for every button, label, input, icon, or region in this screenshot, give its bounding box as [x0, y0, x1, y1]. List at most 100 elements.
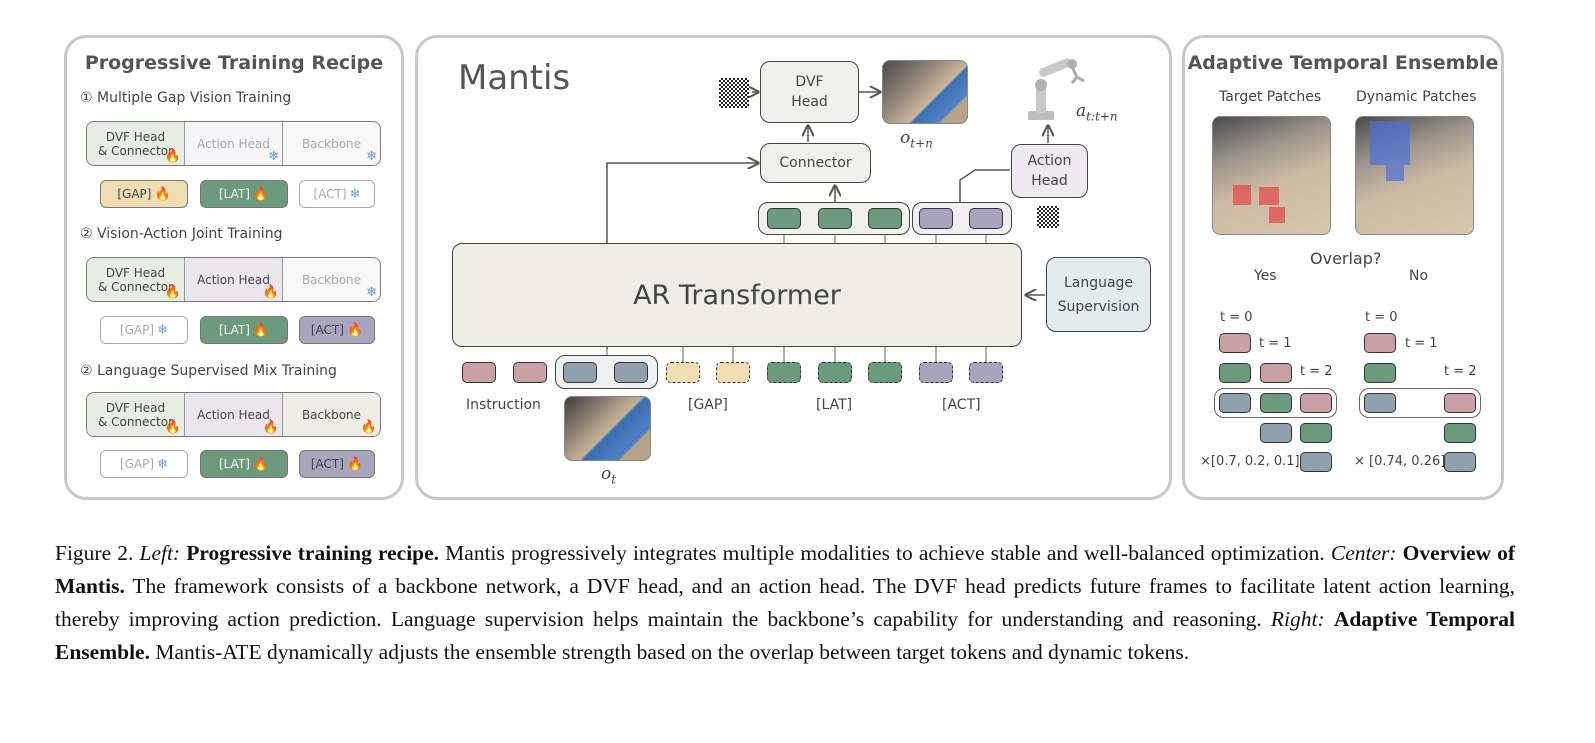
pill-label: [ACT] [310, 323, 344, 337]
noise-icon [1037, 206, 1059, 228]
step-3-modules: DVF Head & Connector 🔥 Action Head 🔥 Bac… [86, 392, 381, 437]
no-t2-token [1444, 423, 1476, 443]
target-patches-image [1212, 116, 1331, 235]
dynamic-patch-highlight [1386, 165, 1404, 181]
dynamic-patch-highlight [1370, 121, 1410, 165]
instruction-label: Instruction [466, 397, 541, 413]
connector-label: Connector [779, 155, 852, 171]
action-head-segment: Action Head ❄ [184, 122, 282, 165]
act-pill: [ACT]🔥 [299, 316, 375, 344]
yes-result-token [1300, 452, 1332, 472]
step-3-label: ② Language Supervised Mix Training [80, 363, 337, 379]
no-t1-token [1364, 363, 1396, 383]
gap-token [716, 362, 750, 383]
no-ensemble-token [1444, 393, 1476, 413]
target-patch-highlight [1233, 185, 1251, 205]
step-1-label: ① Multiple Gap Vision Training [80, 90, 292, 106]
caption-right-label: Right: [1270, 607, 1325, 631]
action-head-label: Action Head [1027, 153, 1072, 189]
backbone-segment: Backbone ❄ [282, 258, 380, 301]
yes-t1-token [1219, 363, 1251, 383]
dvf-head-box: DVF Head [760, 61, 859, 123]
snowflake-icon: ❄ [366, 285, 377, 300]
gap-label: [GAP] [688, 397, 728, 413]
o-symbol: o [900, 128, 911, 148]
a-subscript: t:t+n [1086, 109, 1118, 124]
yes-weights: ×[0.7, 0.2, 0.1] [1200, 454, 1300, 469]
no-t0-token [1364, 333, 1396, 353]
pill-label: [GAP] [119, 323, 155, 337]
fire-icon: 🔥 [164, 285, 181, 300]
dvf-connector-segment: DVF Head & Connector 🔥 [87, 393, 184, 436]
act-output-token [919, 208, 953, 229]
step-2-modules: DVF Head & Connector 🔥 Action Head 🔥 Bac… [86, 257, 381, 302]
connector-box: Connector [760, 143, 871, 183]
lat-token [767, 362, 801, 383]
segment-label: DVF Head & Connector [97, 129, 174, 158]
yes-t1-token [1260, 363, 1292, 383]
action-head-segment: Action Head 🔥 [184, 258, 282, 301]
gap-pill: [GAP]❄ [100, 316, 188, 344]
segment-label: Backbone [301, 272, 362, 287]
o-t-label: ot [601, 464, 616, 486]
vision-token [563, 362, 597, 383]
lat-pill: [LAT]🔥 [200, 316, 288, 344]
lat-token [868, 362, 902, 383]
vision-token [614, 362, 648, 383]
fire-icon: 🔥 [164, 149, 181, 164]
no-t2-label: t = 2 [1444, 364, 1477, 379]
fire-icon: 🔥 [252, 322, 270, 338]
no-weights: × [0.74, 0.26] [1354, 454, 1446, 469]
no-ensemble-token [1364, 393, 1396, 413]
caption-right-text: Mantis-ATE dynamically adjusts the ensem… [155, 640, 1190, 664]
caption-right-title: Adaptive Temporal Ensemble. [55, 607, 1516, 664]
pill-label: [LAT] [218, 457, 250, 471]
gap-pill: [GAP]🔥 [100, 180, 188, 208]
act-token [969, 362, 1003, 383]
fire-icon: 🔥 [252, 456, 270, 472]
ar-transformer-box: AR Transformer [452, 243, 1022, 347]
ar-transformer-label: AR Transformer [633, 279, 841, 311]
backbone-segment: Backbone 🔥 [282, 393, 380, 436]
snowflake-icon: ❄ [349, 186, 361, 202]
act-token [919, 362, 953, 383]
figure-caption: Figure 2. Left: Progressive training rec… [55, 537, 1515, 669]
caption-center-text: The framework consists of a backbone net… [55, 574, 1515, 631]
o-symbol: o [601, 464, 612, 484]
lat-pill: [LAT]🔥 [200, 450, 288, 478]
caption-center-title: Overview of Mantis. [55, 541, 1516, 598]
current-frame-image [564, 396, 651, 461]
pill-label: [LAT] [218, 187, 250, 201]
overlap-question: Overlap? [1310, 249, 1382, 268]
backbone-segment: Backbone ❄ [282, 122, 380, 165]
segment-label: Backbone [301, 136, 362, 151]
pill-label: [GAP] [117, 187, 152, 201]
fire-icon: 🔥 [346, 322, 364, 338]
target-patches-label: Target Patches [1219, 89, 1322, 105]
yes-t1-label: t = 1 [1259, 336, 1292, 351]
caption-left-title: Progressive training recipe. [186, 541, 440, 565]
dynamic-patches-label: Dynamic Patches [1356, 89, 1477, 105]
no-t1-label: t = 1 [1405, 336, 1438, 351]
yes-t2-token [1260, 423, 1292, 443]
left-panel-title: Progressive Training Recipe [84, 52, 384, 74]
right-panel-title: Adaptive Temporal Ensemble [1187, 52, 1499, 74]
a-symbol: a [1076, 101, 1087, 121]
pill-label: [ACT] [310, 457, 344, 471]
yes-t0-label: t = 0 [1220, 310, 1253, 325]
lat-label: [LAT] [816, 397, 853, 413]
yes-t2-token [1300, 423, 1332, 443]
act-label: [ACT] [942, 397, 981, 413]
segment-label: Action Head [197, 136, 270, 151]
center-title: Mantis [458, 58, 571, 98]
yes-t0-token [1219, 333, 1251, 353]
lat-output-token [868, 208, 902, 229]
action-output-label: at:t+n [1076, 101, 1118, 123]
target-patch-highlight [1269, 207, 1285, 223]
act-pill: [ACT]❄ [299, 180, 375, 208]
no-t0-label: t = 0 [1365, 310, 1398, 325]
fire-icon: 🔥 [252, 186, 270, 202]
no-label: No [1409, 268, 1429, 284]
segment-label: DVF Head & Connector [97, 265, 174, 294]
pill-label: [GAP] [119, 457, 155, 471]
